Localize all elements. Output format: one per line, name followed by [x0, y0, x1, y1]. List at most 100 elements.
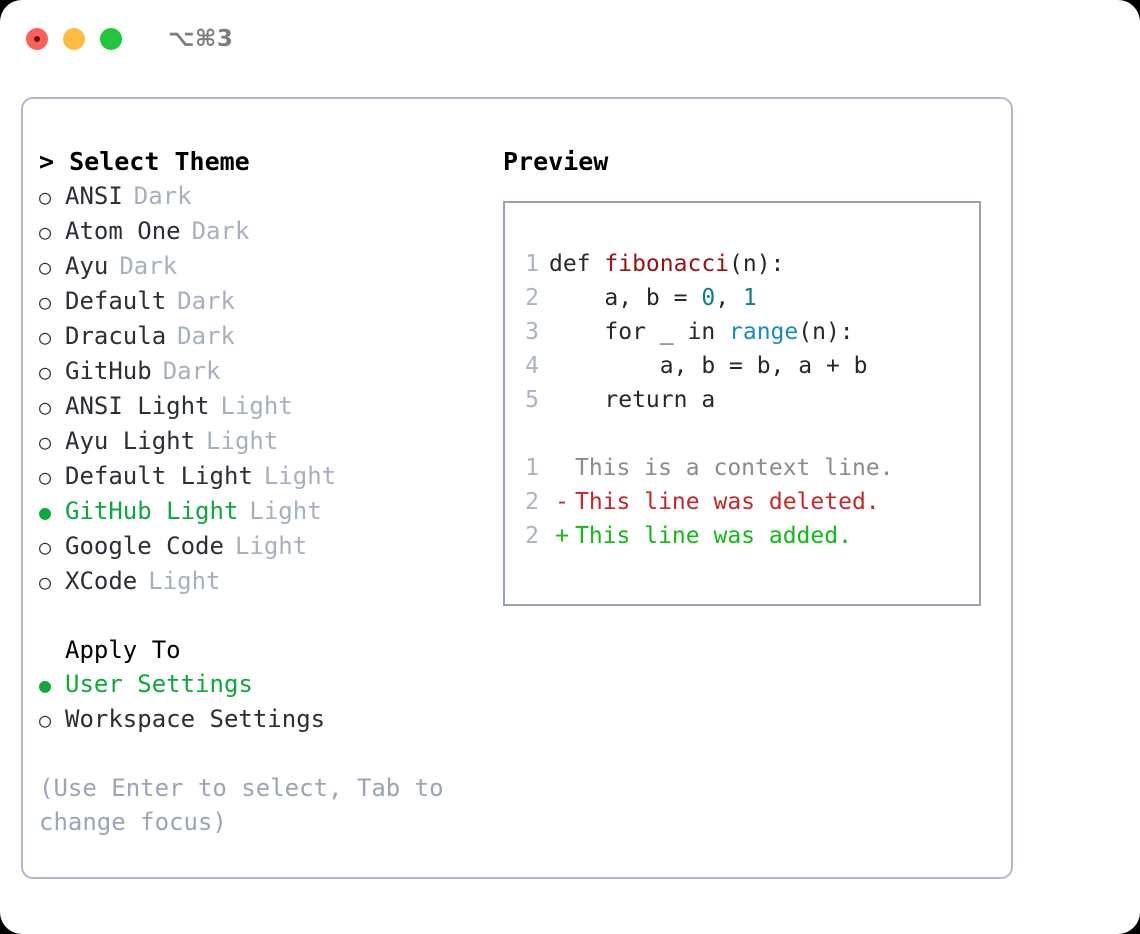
theme-name-label: ANSI — [65, 182, 123, 210]
apply-to-label: Workspace Settings — [65, 705, 326, 733]
apply-to-header: Apply To — [65, 636, 181, 664]
theme-name-label: Default — [65, 287, 167, 315]
theme-name-label: ANSI Light — [65, 392, 210, 420]
theme-list-item[interactable]: ○ XCode Light — [39, 564, 489, 599]
theme-list-header: > Select Theme — [39, 147, 250, 176]
radio-selected-icon: ● — [39, 673, 52, 697]
radio-unselected-icon: ○ — [39, 570, 52, 594]
code-text: for _ in range(n): — [549, 315, 854, 349]
radio-unselected-icon: ○ — [39, 708, 52, 732]
theme-name-label: XCode — [65, 567, 138, 595]
code-token: for _ in — [549, 319, 730, 345]
theme-name-label: Atom One — [65, 217, 181, 245]
theme-category-label: Dark — [162, 357, 221, 385]
theme-category-label: Light — [148, 567, 221, 595]
diff-sign — [549, 451, 575, 485]
code-token: a, b = b, a + b — [549, 353, 868, 379]
code-text: a, b = 0, 1 — [549, 281, 756, 315]
code-token: fibonacci — [604, 251, 730, 277]
theme-name-label: GitHub Light — [65, 497, 239, 525]
theme-name-label: Dracula — [65, 322, 167, 350]
diff-line: 1 This is a context line. — [505, 451, 979, 485]
code-text: return a — [549, 383, 715, 417]
line-number: 5 — [525, 387, 539, 413]
maximize-window-icon[interactable] — [100, 28, 122, 50]
preview-title: Preview — [503, 147, 609, 176]
theme-category-label: Light — [234, 532, 308, 560]
apply-to-item[interactable]: ○ Workspace Settings — [39, 702, 489, 737]
diff-sign: - — [555, 489, 569, 515]
line-number: 2 — [525, 523, 539, 549]
diff-text: This is a context line. — [575, 455, 894, 481]
code-token: def — [549, 251, 605, 277]
close-window-icon[interactable] — [26, 28, 48, 50]
code-token: 0 — [701, 285, 716, 311]
code-token: (n): — [798, 319, 854, 345]
code-diff-spacer — [505, 417, 979, 451]
theme-list-item[interactable]: ○ Ayu Dark — [39, 249, 489, 284]
code-token: a, b = — [549, 285, 702, 311]
theme-list-item[interactable]: ○ ANSI Dark — [39, 179, 489, 214]
radio-unselected-icon: ○ — [39, 465, 52, 489]
theme-category-label: Dark — [191, 217, 250, 245]
theme-list-item[interactable]: ● GitHub Light Light — [39, 494, 489, 529]
line-number: 1 — [525, 251, 539, 277]
radio-unselected-icon: ○ — [39, 290, 52, 314]
code-token: (n): — [729, 251, 785, 277]
line-number: 3 — [525, 319, 539, 345]
theme-category-label: Light — [249, 497, 322, 525]
keyboard-hint-text: (Use Enter to select, Tab to change focu… — [39, 774, 459, 836]
theme-list-item[interactable]: ○ Ayu Light Light — [39, 424, 489, 459]
code-line: 1 def fibonacci(n): — [505, 247, 979, 281]
diff-preview: 1 This is a context line.2-This line was… — [505, 451, 979, 553]
radio-unselected-icon: ○ — [39, 185, 52, 209]
apply-to-label: User Settings — [65, 670, 253, 698]
theme-name-label: Ayu Light — [65, 427, 196, 455]
radio-unselected-icon: ○ — [39, 220, 52, 244]
diff-line: 2 +This line was added. — [505, 519, 979, 553]
code-line: 4 a, b = b, a + b — [505, 349, 979, 383]
theme-category-label: Light — [220, 392, 293, 420]
theme-category-label: Light — [263, 462, 337, 490]
radio-unselected-icon: ○ — [39, 255, 52, 279]
diff-sign: + — [555, 523, 569, 549]
code-line: 3 for _ in range(n): — [505, 315, 979, 349]
theme-category-label: Light — [206, 427, 279, 455]
radio-unselected-icon: ○ — [39, 360, 52, 384]
theme-name-label: Ayu — [65, 252, 109, 280]
apply-to-item[interactable]: ● User Settings — [39, 667, 489, 702]
minimize-window-icon[interactable] — [63, 28, 85, 50]
diff-text: This line was added. — [575, 523, 852, 549]
section-spacer — [39, 599, 489, 633]
diff-line: 2-This line was deleted. — [505, 485, 979, 519]
theme-category-label: Dark — [133, 182, 192, 210]
keyboard-shortcut-label: ⌥⌘3 — [168, 26, 234, 52]
code-token: , — [715, 285, 743, 311]
theme-category-label: Dark — [119, 252, 178, 280]
theme-list-item[interactable]: ○ Dracula Dark — [39, 319, 489, 354]
title-bar: ⌥⌘3 — [0, 0, 1140, 78]
theme-list-item[interactable]: ○ Atom One Dark — [39, 214, 489, 249]
theme-category-label: Dark — [177, 322, 235, 350]
radio-selected-icon: ● — [39, 500, 52, 524]
apply-to-list[interactable]: ● User Settings ○ Workspace Settings — [39, 667, 489, 737]
code-token: return a — [549, 387, 716, 413]
code-text: a, b = b, a + b — [549, 349, 868, 383]
code-token: range — [729, 319, 799, 345]
radio-unselected-icon: ○ — [39, 325, 52, 349]
code-line: 2 a, b = 0, 1 — [505, 281, 979, 315]
window-controls — [26, 28, 122, 50]
code-text: def fibonacci(n): — [549, 247, 784, 281]
line-number: 1 — [525, 455, 539, 481]
radio-unselected-icon: ○ — [39, 430, 52, 454]
